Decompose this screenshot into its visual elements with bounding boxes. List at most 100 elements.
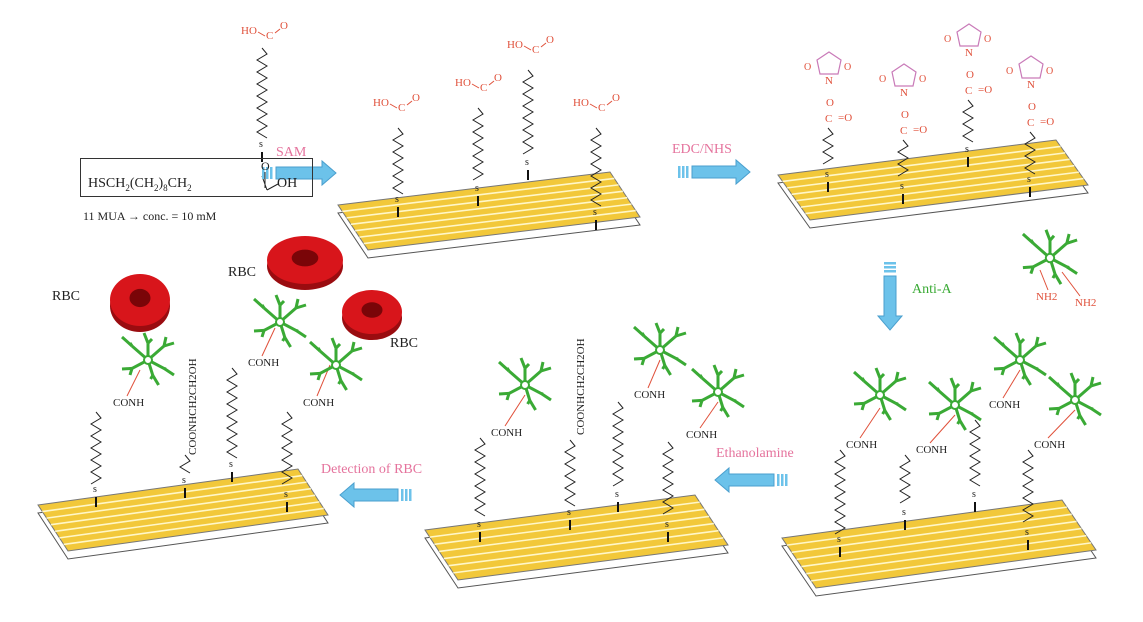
electrode-stripe bbox=[782, 145, 1061, 183]
electrode-stripe bbox=[805, 177, 1084, 215]
sulfur-atom: s bbox=[259, 139, 263, 150]
antibody-fab bbox=[712, 364, 720, 376]
step-label-edc-nhs: EDC/NHS bbox=[672, 142, 732, 157]
double-bond bbox=[540, 42, 547, 48]
arrow-tail-bar bbox=[777, 474, 780, 486]
antibody-fab bbox=[1078, 414, 1087, 426]
antibody-fab bbox=[121, 366, 133, 371]
linker-bond bbox=[1061, 271, 1081, 297]
step-label-detection: Detection of RBC bbox=[321, 462, 423, 477]
red-blood-cell-center bbox=[129, 288, 151, 308]
sulfur-atom: s bbox=[972, 489, 976, 500]
antibody-hinge bbox=[275, 317, 285, 327]
sulfur-atom: s bbox=[615, 489, 619, 500]
antibody-fab bbox=[163, 341, 175, 348]
oxygen-atom: O bbox=[280, 20, 288, 32]
antibody-fab bbox=[519, 357, 527, 369]
carbon-atom: C bbox=[398, 102, 406, 114]
carbon-atom: C bbox=[266, 30, 274, 42]
antibody-fab bbox=[142, 332, 150, 344]
antibody-fab bbox=[498, 391, 510, 396]
antibody-hinge bbox=[1044, 252, 1056, 264]
antibody-fab bbox=[654, 322, 662, 334]
electrode-stripe bbox=[346, 184, 619, 219]
antibody-fab bbox=[658, 327, 666, 335]
antibody-fab bbox=[528, 399, 537, 411]
arrow-tail-bar bbox=[686, 166, 689, 178]
amide-group: CONH bbox=[916, 444, 948, 456]
antibody-fab bbox=[860, 402, 866, 411]
antibody-fab bbox=[260, 329, 266, 338]
antibody-hinge bbox=[875, 390, 885, 400]
antibody-fab bbox=[895, 402, 907, 412]
antibody-fab bbox=[935, 387, 941, 392]
rbc-label: RBC bbox=[390, 336, 419, 351]
sulfur-atom: s bbox=[475, 183, 479, 194]
nitrogen-atom: N bbox=[825, 75, 833, 87]
antibody-fab bbox=[1055, 382, 1061, 387]
antibody-hinge bbox=[331, 360, 341, 370]
linker-bond bbox=[1047, 409, 1076, 439]
antibody-fab bbox=[733, 399, 745, 409]
electrode-stripe bbox=[439, 515, 710, 553]
antibody-fab bbox=[128, 367, 134, 376]
electrode-stripe bbox=[796, 164, 1075, 202]
alkyl-chain bbox=[522, 69, 534, 155]
sulfur-atom: s bbox=[1027, 174, 1031, 185]
antibody-fab bbox=[675, 331, 687, 338]
hydroxyl-group: HO bbox=[455, 77, 471, 89]
antibody-hinge bbox=[950, 400, 960, 410]
antibody-fab bbox=[953, 382, 961, 390]
oxygen-atom: =O bbox=[978, 84, 993, 96]
antibody-hinge bbox=[1070, 395, 1080, 405]
antibody-fab bbox=[716, 369, 724, 377]
sulfur-atom: s bbox=[665, 519, 669, 530]
antibody-fab bbox=[1065, 265, 1078, 275]
sulfur-atom: s bbox=[229, 459, 233, 470]
alkyl-chain bbox=[90, 411, 102, 485]
double-bond bbox=[606, 100, 613, 106]
amide-group: CONH bbox=[846, 439, 878, 451]
arrow-tail-bar bbox=[884, 270, 896, 273]
alkyl-chain bbox=[472, 107, 484, 181]
alkyl-chain bbox=[834, 449, 846, 535]
antibody-fab bbox=[1048, 234, 1056, 242]
antibody-fab bbox=[1090, 407, 1102, 417]
antibody-fab bbox=[675, 357, 687, 367]
double-bond bbox=[406, 100, 413, 106]
red-blood-cell-center bbox=[361, 302, 383, 318]
alkyl-chain bbox=[564, 439, 576, 507]
process-arrow bbox=[691, 158, 751, 186]
antibody-hinge bbox=[713, 387, 723, 397]
amine-label: NH2 bbox=[1036, 291, 1058, 303]
sulfur-atom: s bbox=[825, 169, 829, 180]
antibody-hinge bbox=[655, 345, 665, 355]
antibody-fab bbox=[874, 367, 882, 379]
antibody-fab bbox=[309, 371, 321, 376]
mua-concentration-caption: 11 MUA → conc. = 10 mM bbox=[83, 209, 217, 223]
arrow-tail-bar bbox=[409, 489, 412, 501]
antibody-fab bbox=[1035, 367, 1047, 377]
succinimide-ring bbox=[956, 23, 982, 47]
alkyl-chain bbox=[1024, 131, 1036, 175]
sulfur-atom: s bbox=[902, 507, 906, 518]
carbon-atom: C bbox=[598, 102, 606, 114]
amide-group: CONH bbox=[989, 399, 1021, 411]
electrode-stripe bbox=[59, 501, 320, 539]
electrode-stripe bbox=[50, 487, 311, 526]
arrow-tail-bar bbox=[884, 262, 896, 265]
antibody-fab bbox=[698, 399, 704, 408]
antibody-fab bbox=[1014, 332, 1022, 344]
oxygen-atom: =O bbox=[913, 124, 928, 136]
oxygen-atom: O bbox=[804, 62, 812, 73]
antibody-fab bbox=[274, 294, 282, 306]
carbon-atom: C bbox=[1027, 117, 1035, 129]
succinimide-ring bbox=[816, 51, 842, 75]
alkyl-chain bbox=[1022, 449, 1034, 523]
antibody-fab bbox=[1035, 341, 1047, 348]
electrode-stripe bbox=[55, 494, 316, 533]
antibody-fab bbox=[691, 398, 703, 403]
antibody-fab bbox=[883, 409, 892, 421]
amide-group: CONH bbox=[686, 429, 718, 441]
